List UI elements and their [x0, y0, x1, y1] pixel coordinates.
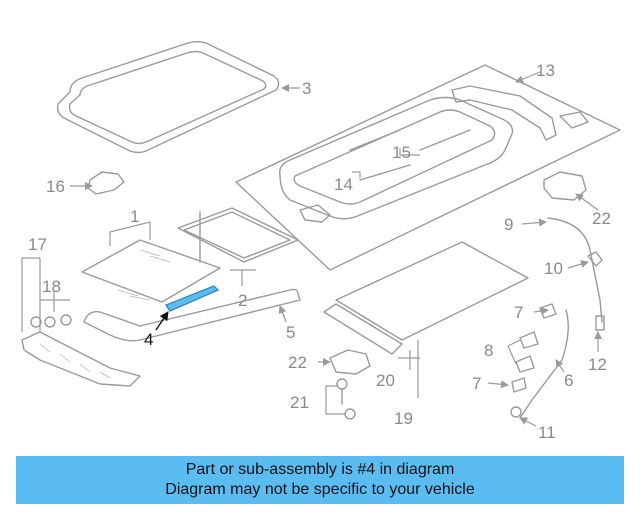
callout-18: 18 [42, 277, 61, 296]
callout-21: 21 [290, 393, 309, 412]
part-17-deflector [21, 331, 141, 387]
callout-19: 19 [394, 409, 413, 428]
callout-16: 16 [46, 177, 65, 196]
part-3-glass-seal [56, 41, 280, 154]
part-5-seal [83, 288, 301, 342]
callout-labels: 1 2 3 4 5 6 7 7 8 9 10 11 12 13 14 15 16… [28, 61, 611, 442]
callout-13: 13 [536, 61, 555, 80]
callout-8: 8 [484, 341, 493, 360]
callout-12: 12 [588, 355, 607, 374]
callout-10: 10 [544, 259, 563, 278]
callout-14: 14 [334, 175, 353, 194]
callout-17: 17 [28, 235, 47, 254]
part-1-glass-panel [81, 207, 299, 303]
caption-banner: Part or sub-assembly is #4 in diagram Di… [16, 456, 624, 504]
part-6-9-drain-hose [510, 217, 605, 419]
callout-1: 1 [130, 207, 139, 226]
callout-4: 4 [144, 330, 153, 349]
callout-7b: 7 [472, 374, 481, 393]
callout-7a: 7 [514, 303, 523, 322]
callout-3: 3 [302, 79, 311, 98]
callout-9: 9 [504, 215, 513, 234]
part-21-bolt [336, 378, 356, 420]
part-4-highlighted [165, 285, 220, 312]
part-19-sunshade [323, 241, 529, 355]
callout-11: 11 [538, 423, 556, 442]
part-18-clips [30, 314, 72, 328]
part-13-sunroof-frame [235, 64, 621, 271]
callout-22a: 22 [592, 209, 611, 228]
part-16-bracket [87, 171, 125, 195]
callout-2: 2 [238, 291, 247, 310]
callout-22b: 22 [288, 353, 307, 372]
leader-lines [21, 71, 602, 427]
callout-20: 20 [376, 371, 395, 390]
parts-diagram: 1 2 3 4 5 6 7 7 8 9 10 11 12 13 14 15 16… [21, 41, 621, 442]
callout-5: 5 [286, 323, 295, 342]
callout-6: 6 [564, 371, 573, 390]
caption-disclaimer: Diagram may not be specific to your vehi… [165, 481, 475, 498]
callout-15: 15 [392, 143, 411, 162]
caption-part-note: Part or sub-assembly is #4 in diagram [185, 461, 455, 478]
